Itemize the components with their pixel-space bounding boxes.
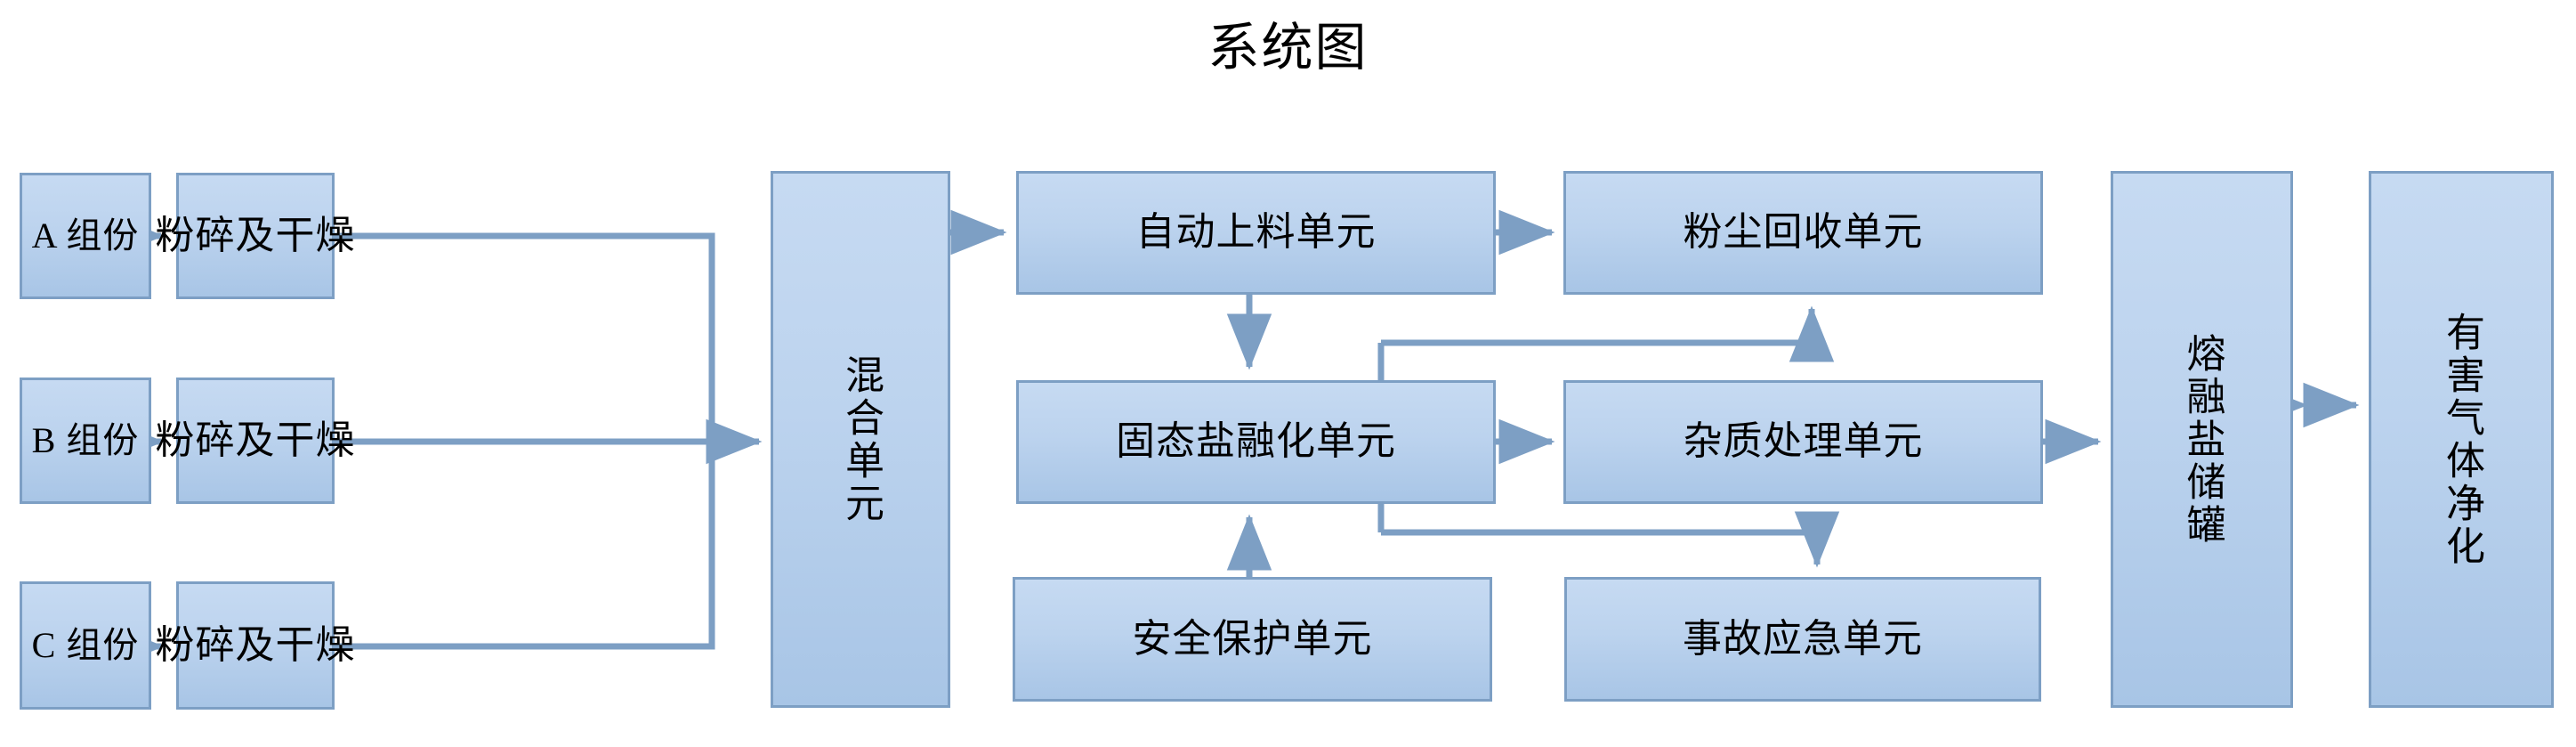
- node-safety-protection-unit[interactable]: 安全保护单元: [1013, 577, 1492, 702]
- node-crush-dry-c-label: 粉碎及干燥: [155, 622, 356, 667]
- node-crush-dry-a-label: 粉碎及干燥: [155, 213, 356, 257]
- node-safety-protection-unit-label: 安全保护单元: [1132, 616, 1373, 661]
- node-auto-feed-unit-label: 自动上料单元: [1135, 210, 1377, 255]
- node-crush-dry-a[interactable]: 粉碎及干燥: [156, 173, 355, 299]
- node-dust-recovery-unit[interactable]: 粉尘回收单元: [1563, 171, 2043, 295]
- node-comp-b-label: B 组份: [31, 420, 140, 460]
- node-accident-emergency-unit-label: 事故应急单元: [1683, 616, 1923, 661]
- edge-crush-a-to-mixing: [335, 232, 715, 442]
- node-mixing-unit[interactable]: 混合单元: [771, 171, 950, 708]
- node-harmful-gas-purification[interactable]: 有害气体净化: [2369, 171, 2554, 708]
- node-dust-recovery-unit-label: 粉尘回收单元: [1683, 210, 1924, 255]
- node-molten-salt-storage-tank-label: 熔融盐储罐: [2180, 332, 2225, 547]
- node-comp-c[interactable]: C 组份: [20, 581, 151, 710]
- node-accident-emergency-unit[interactable]: 事故应急单元: [1564, 577, 2041, 702]
- node-comp-c-label: C 组份: [31, 625, 140, 665]
- node-auto-feed-unit[interactable]: 自动上料单元: [1016, 171, 1496, 295]
- edge-crush-c-to-mixing: [335, 442, 715, 650]
- node-impurity-treatment-unit[interactable]: 杂质处理单元: [1563, 380, 2043, 504]
- node-solid-salt-melting-unit-label: 固态盐融化单元: [1116, 419, 1396, 464]
- node-crush-dry-c[interactable]: 粉碎及干燥: [156, 581, 355, 710]
- node-crush-dry-b-label: 粉碎及干燥: [155, 418, 356, 462]
- node-comp-a[interactable]: A 组份: [20, 173, 151, 299]
- node-impurity-treatment-unit-label: 杂质处理单元: [1683, 419, 1924, 464]
- node-comp-b[interactable]: B 组份: [20, 378, 151, 504]
- edge-melting-to-dust-recovery: [1381, 305, 1835, 362]
- node-solid-salt-melting-unit[interactable]: 固态盐融化单元: [1016, 380, 1496, 504]
- node-harmful-gas-purification-label: 有害气体净化: [2440, 311, 2483, 568]
- node-mixing-unit-label: 混合单元: [839, 353, 883, 525]
- node-crush-dry-b[interactable]: 粉碎及干燥: [156, 378, 355, 504]
- node-molten-salt-storage-tank[interactable]: 熔融盐储罐: [2111, 171, 2293, 708]
- node-comp-a-label: A 组份: [31, 215, 140, 256]
- page-title: 系统图: [1207, 19, 1369, 77]
- edge-melting-to-accident-emergency: [1381, 511, 1840, 568]
